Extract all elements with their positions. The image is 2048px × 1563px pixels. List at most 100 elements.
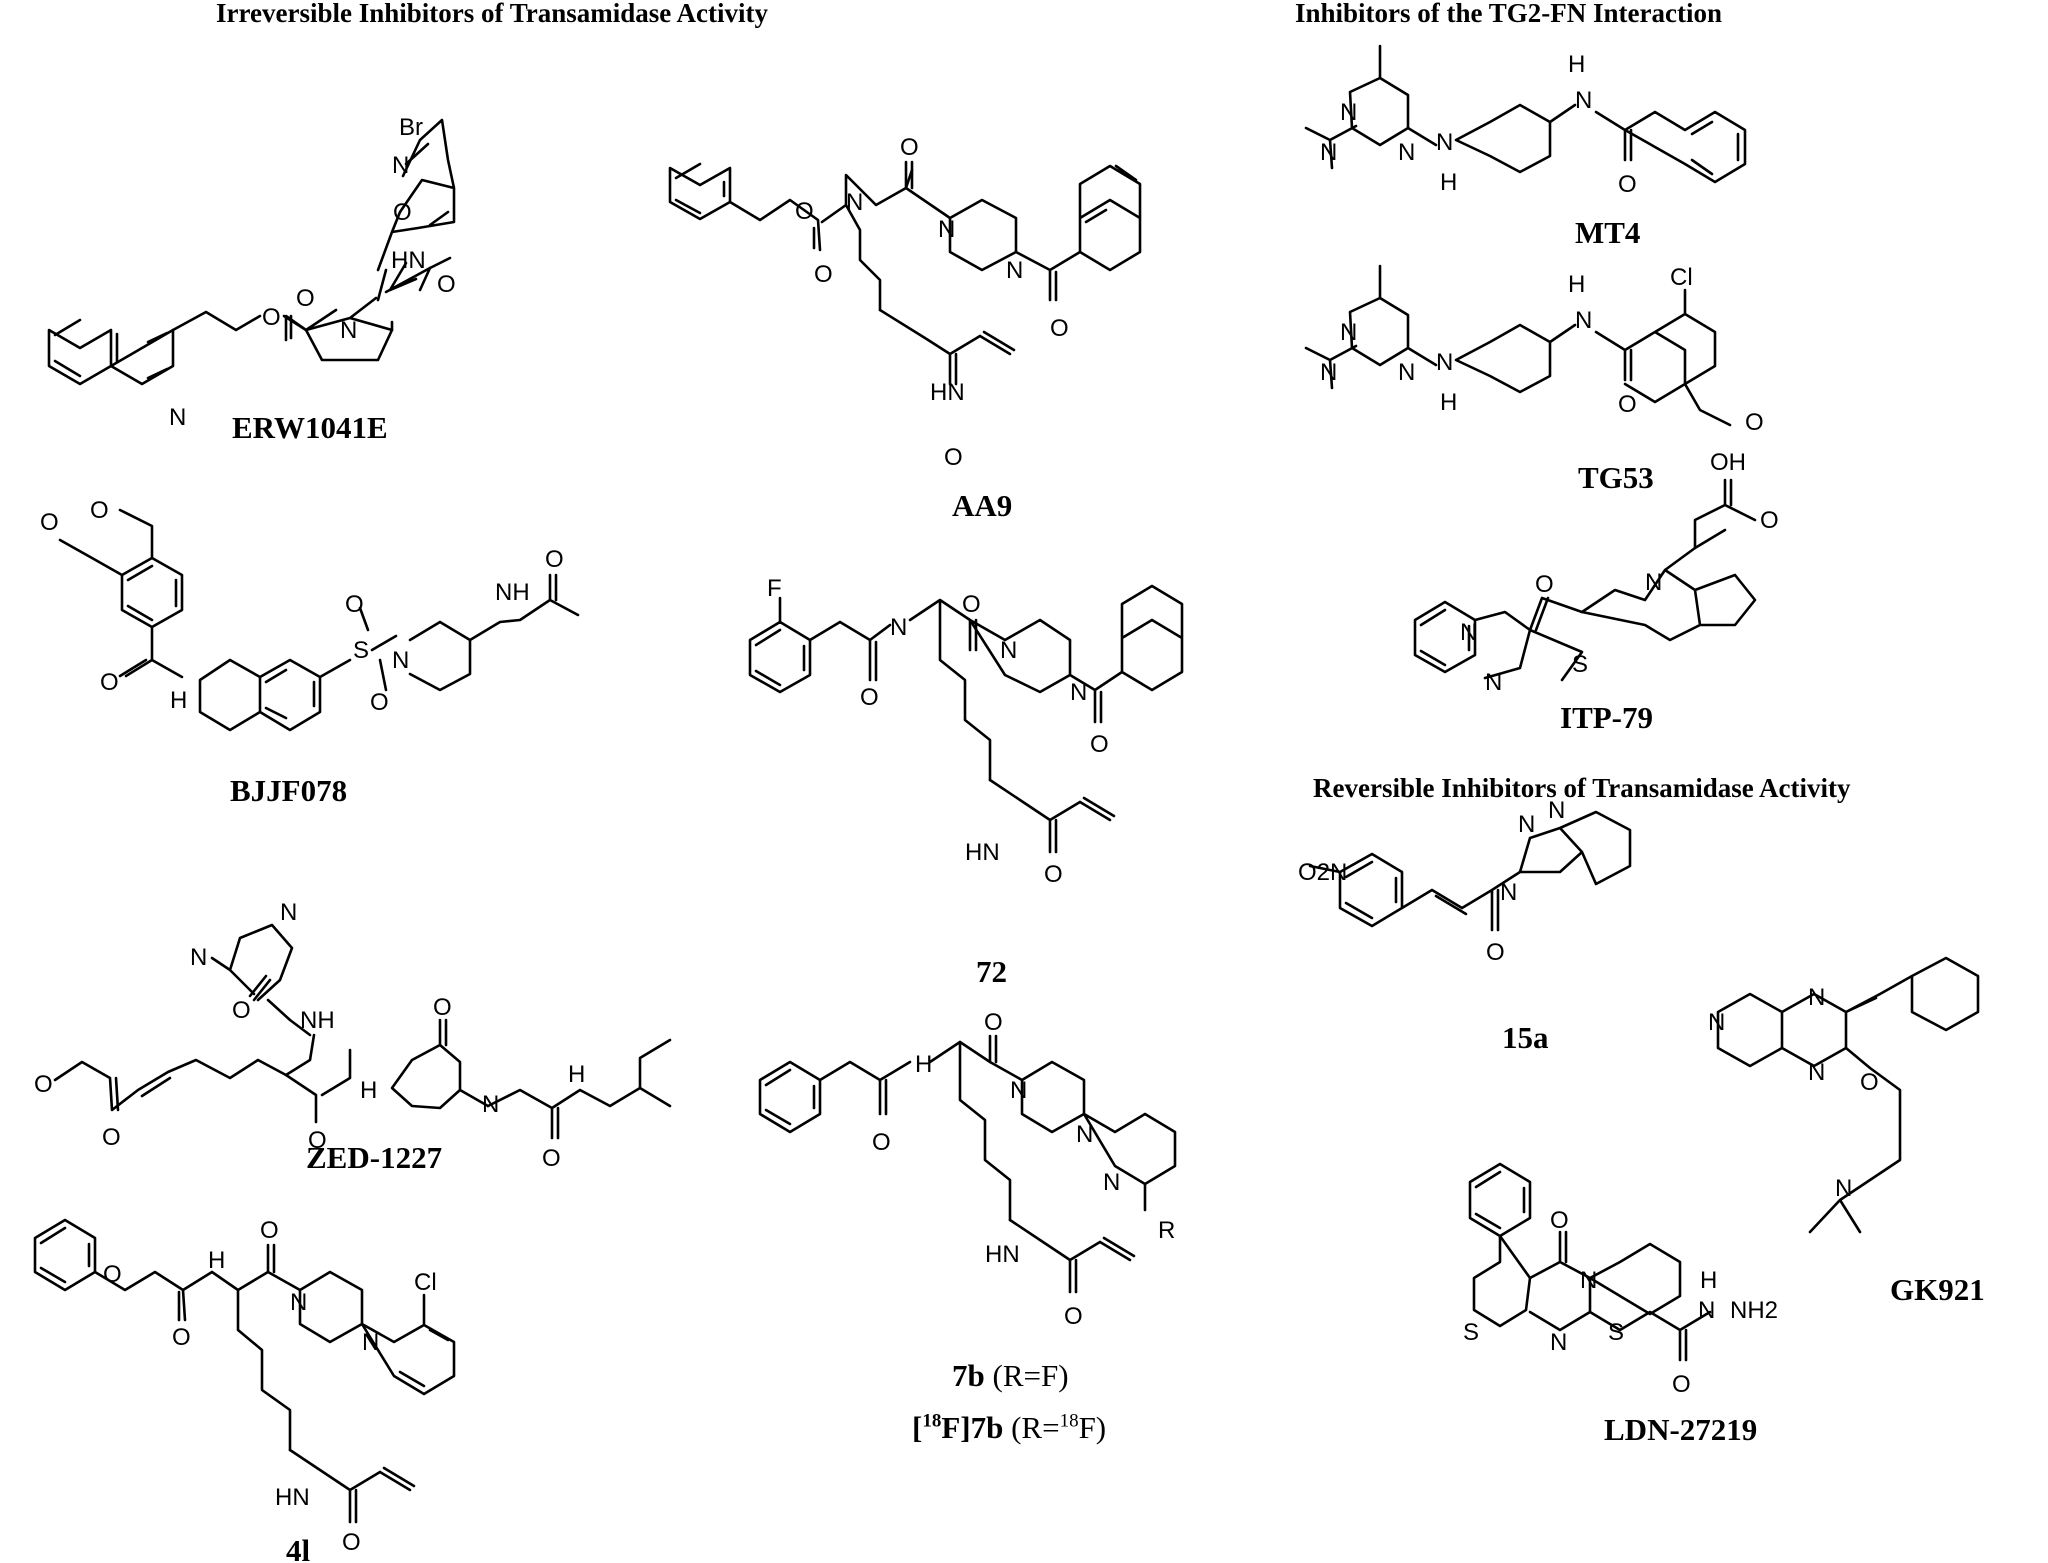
atom-o-15a: O	[1486, 939, 1505, 966]
atom-n-mt4-pym1: N	[1340, 99, 1357, 126]
label-72: 72	[976, 954, 1007, 989]
label-bjjf078: BJJF078	[230, 773, 348, 808]
atom-hn-7b: HN	[985, 1241, 1020, 1268]
label-18f-rest: F]7b	[941, 1410, 1004, 1445]
atom-n-15a-2: N	[1518, 811, 1535, 838]
atom-o-7b-acryl: O	[1064, 1303, 1083, 1330]
atom-n-ldn-1: N	[1580, 1267, 1597, 1294]
atom-o-bj-amide: O	[100, 669, 119, 696]
atom-o-gk: O	[1860, 1069, 1879, 1096]
atom-o-72-b: O	[962, 591, 981, 618]
label-7b-note: (R=F)	[992, 1358, 1069, 1393]
atom-n-zed-im2: N	[280, 899, 297, 926]
atom-br-erw: Br	[399, 114, 423, 141]
atom-o-aa9-ester: O	[795, 198, 814, 225]
atom-o-zed-2: O	[232, 997, 251, 1024]
atom-n-72-pip1: N	[1000, 637, 1017, 664]
atom-n-aa9-pip2: N	[1006, 257, 1023, 284]
atom-o-ldn: O	[1550, 1207, 1569, 1234]
label-mt4: MT4	[1575, 215, 1641, 250]
structure-zed1227: O O N N O NH O H O N O H	[34, 899, 672, 1172]
atom-n-72-pip2: N	[1070, 679, 1087, 706]
label-itp79: ITP-79	[1560, 700, 1653, 735]
structure-gk921: N N N O N	[1708, 956, 1980, 1234]
atom-n-mt4-pym2: N	[1398, 139, 1415, 166]
atom-o-aa9-carb: O	[814, 261, 833, 288]
atom-o-zed-4: O	[433, 994, 452, 1021]
atom-o-7b-2: O	[984, 1009, 1003, 1036]
atom-o-bj-2: O	[90, 497, 109, 524]
atom-nh-zed-1: NH	[300, 1007, 335, 1034]
atom-o-bj-acryl: O	[545, 546, 564, 573]
atom-h-mt4-2: H	[1568, 51, 1585, 78]
atom-n-gk-3: N	[1808, 1059, 1825, 1086]
label-15a: 15a	[1502, 1020, 1549, 1055]
atom-o-4l-ester: O	[103, 1261, 122, 1288]
atom-n-mt4-amide: N	[1575, 87, 1592, 114]
atom-nh-4l: H	[208, 1247, 225, 1274]
atom-f-72: F	[767, 575, 782, 602]
atom-hn-4l: HN	[275, 1484, 310, 1511]
atom-n-7b-pip1: N	[1010, 1077, 1027, 1104]
atom-o-4l-amide: O	[260, 1217, 279, 1244]
structure-tg53: N N N N H N H O Cl O	[1304, 264, 1764, 436]
label-erw1041e: ERW1041E	[232, 410, 388, 445]
atom-o-aa9-amide: O	[900, 134, 919, 161]
atom-n-tg53-pym2: N	[1398, 359, 1415, 386]
atom-n-7b-pyr: N	[1103, 1169, 1120, 1196]
structure-15a: O2N N N N O	[1298, 797, 1632, 966]
atom-n-erw-pro: N	[340, 317, 357, 344]
label-zed1227: ZED-1227	[306, 1140, 443, 1175]
atom-o-erw-isox: O	[393, 199, 412, 226]
atom-o-itp-acid: O	[1760, 507, 1779, 534]
label-7b: 7b (R=F)	[952, 1358, 1069, 1394]
atom-n-itp-1: N	[1460, 619, 1477, 646]
atom-n-aa9-pip1: N	[938, 216, 955, 243]
atom-n-15a-1: N	[1500, 879, 1517, 906]
label-aa9: AA9	[952, 488, 1013, 523]
atom-hn-72: HN	[965, 839, 1000, 866]
label-18f-7b: [18F]7b (R=18F)	[912, 1410, 1106, 1446]
atom-o-72-acryl: O	[1044, 861, 1063, 888]
atom-o-bj-1: O	[40, 509, 59, 536]
atom-o-mt4: O	[1618, 171, 1637, 198]
atom-n-erw-isox: N	[392, 152, 409, 179]
atom-o-erw-carbonyl: O	[296, 285, 315, 312]
atom-nh2-ldn: NH2	[1730, 1297, 1778, 1324]
atom-oh-itp: OH	[1710, 449, 1746, 476]
atom-n-tg53-h: N	[1436, 349, 1453, 376]
atom-n-gk-1: N	[1708, 1009, 1725, 1036]
atom-n-mt4-dma: N	[1320, 139, 1337, 166]
atom-n-tg53-amide: N	[1575, 307, 1592, 334]
atom-n-ldn-2: N	[1550, 1329, 1567, 1356]
atom-o-72-a: O	[860, 684, 879, 711]
atom-o-tg53: O	[1618, 391, 1637, 418]
atom-o-aa9-naph: O	[1050, 315, 1069, 342]
atom-n-ldn-h: N	[1698, 1297, 1715, 1324]
atom-n-zed-im1: N	[190, 944, 207, 971]
atom-cl-tg53: Cl	[1670, 264, 1693, 291]
structure-itp79: N N O S N OH O	[1413, 449, 1779, 696]
atom-r-7b: R	[1158, 1217, 1175, 1244]
atom-n-4l-pip2: N	[362, 1329, 379, 1356]
atom-nh-bj: NH	[495, 579, 530, 606]
atom-o-itp: O	[1535, 571, 1554, 598]
atom-h-tg53-2: H	[1568, 271, 1585, 298]
atom-s-ldn-thio: S	[1463, 1319, 1479, 1346]
atom-h-7b: H	[915, 1051, 932, 1078]
atom-o-72-naph: O	[1090, 731, 1109, 758]
label-18f-bracket: [	[912, 1410, 923, 1445]
atom-o-erw-amide: O	[437, 271, 456, 298]
atom-o-zed-3: O	[308, 1127, 327, 1154]
atom-n-erw-quin: N	[169, 404, 186, 431]
structure-4l: O O H O N N Cl HN O	[33, 1217, 456, 1556]
atom-o-zed-1: O	[102, 1124, 121, 1151]
atom-n-itp-2: N	[1485, 669, 1502, 696]
atom-s-bj: S	[353, 637, 369, 664]
structure-72: F N O O N N O HN O	[748, 575, 1184, 888]
atom-hn-erw: HN	[391, 247, 426, 274]
atom-n-tg53-dma: N	[1320, 359, 1337, 386]
atom-cl-4l: Cl	[414, 1269, 437, 1296]
atom-n-tg53-pym1: N	[1340, 319, 1357, 346]
